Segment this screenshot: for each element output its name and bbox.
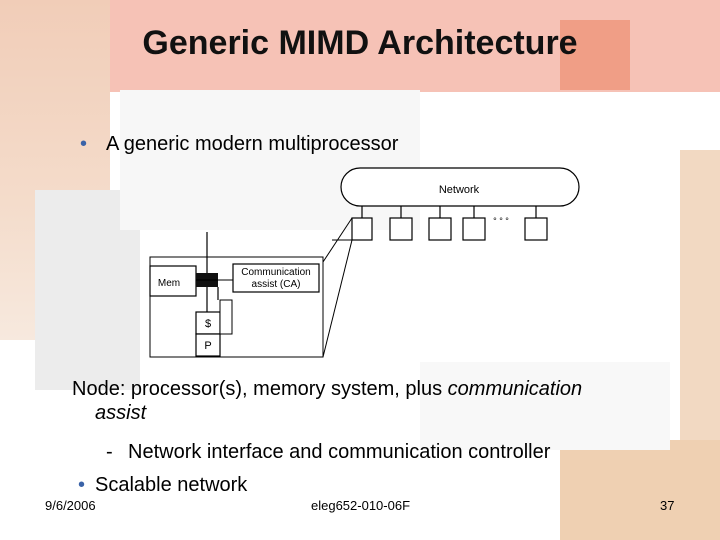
sub-bullet-dash: - — [106, 441, 113, 463]
cache-label: $ — [205, 318, 211, 330]
node-box — [428, 217, 452, 241]
bullet-first: A generic modern multiprocessor — [106, 133, 399, 155]
memory-label: Mem — [158, 278, 180, 289]
node-box — [462, 217, 486, 241]
network-links — [361, 206, 537, 218]
slide-title: Generic MIMD Architecture — [142, 24, 578, 62]
node-box — [389, 217, 413, 241]
node-detail-frame — [149, 256, 324, 358]
node-description-emphasis: communication — [447, 378, 583, 400]
ca-label-line2: assist (CA) — [252, 279, 301, 290]
ca-label-box — [232, 263, 320, 293]
memory-box — [149, 265, 197, 297]
processor-box — [195, 333, 221, 357]
ellipsis-dots: ° ° ° — [493, 216, 509, 226]
footer-course: eleg652-010-06F — [311, 498, 411, 513]
bg-page-center — [120, 90, 420, 230]
node-description: Node: processor(s), memory system, plus … — [72, 378, 582, 401]
bullet-dot-1: • — [80, 133, 88, 155]
bullet-second: Scalable network — [95, 474, 248, 496]
bg-book-cover-right — [560, 20, 630, 90]
network-bus — [340, 167, 580, 207]
node-description-prefix: Node: processor(s), memory system, plus — [72, 378, 448, 400]
bg-book-right-lower — [560, 440, 720, 540]
footer-date: 9/6/2006 — [45, 498, 96, 513]
bullet-dot-2: • — [78, 474, 86, 496]
ca-label-line1: Communication — [241, 267, 310, 278]
node-description-continued: assist — [95, 402, 147, 424]
processor-label: P — [204, 340, 211, 352]
node-box-selected — [351, 217, 373, 241]
network-label: Network — [439, 184, 480, 196]
zoom-line-diagonal — [322, 217, 353, 263]
footer-page-number: 37 — [660, 498, 675, 513]
zoom-line-bottom — [322, 239, 353, 358]
cache-shadow — [219, 299, 233, 335]
diagram-panel — [140, 232, 680, 362]
node-box — [524, 217, 548, 241]
sub-bullet-text: Network interface and communication cont… — [128, 441, 551, 463]
